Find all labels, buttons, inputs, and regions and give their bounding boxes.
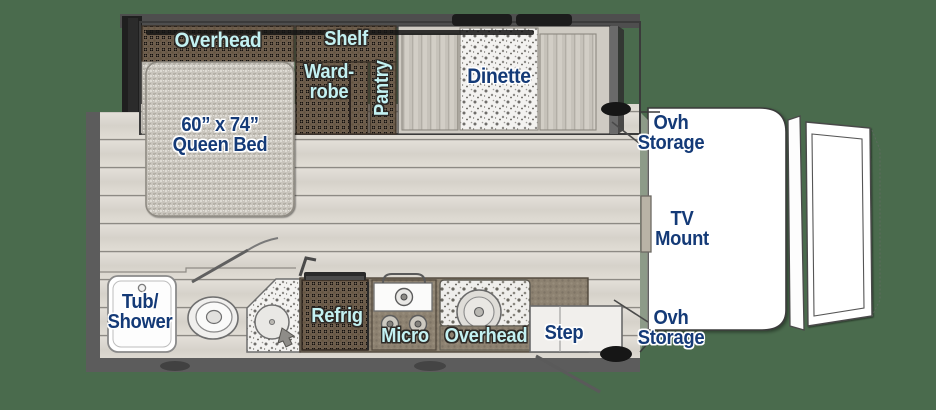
dinette-bench-left[interactable] — [401, 33, 459, 131]
tv-mount-label: TV Mount — [655, 208, 709, 250]
bathroom-door[interactable] — [191, 248, 249, 284]
wardrobe-label: Ward- robe — [303, 61, 355, 103]
cab-front — [647, 107, 881, 331]
kitchen-faucet-icon — [298, 256, 317, 277]
tv-mount-panel[interactable] — [640, 195, 652, 253]
pantry[interactable] — [369, 61, 397, 135]
dinette-window-left — [452, 14, 512, 26]
bathroom-faucet-icon — [277, 327, 296, 348]
dinette-window-right — [516, 14, 572, 26]
microwave-label: Micro — [381, 325, 429, 347]
microwave-handle-icon — [382, 273, 426, 284]
dinette-label: Dinette — [467, 65, 531, 88]
overhead-storage-front-label: Ovh Storage — [637, 112, 705, 154]
overhead-bed-cabinet-label: Overhead — [174, 29, 262, 52]
front-wheel — [601, 102, 631, 116]
queen-bed-label: 60” x 74” Queen Bed — [172, 114, 268, 156]
toilet[interactable] — [187, 296, 239, 340]
tub-shower-label: Tub/ Shower — [107, 291, 173, 333]
dinette-bench-right[interactable] — [539, 33, 597, 131]
refrigerator[interactable] — [301, 279, 369, 351]
bathroom-vanity[interactable] — [246, 278, 301, 353]
bathroom — [107, 237, 301, 353]
entry-door[interactable] — [535, 354, 601, 394]
right-wall — [611, 111, 661, 353]
dinette-table[interactable] — [459, 27, 539, 131]
shelf-cabinet-label: Shelf — [324, 28, 368, 50]
shower-drain-icon — [137, 283, 147, 293]
pantry-label: Pantry — [371, 60, 393, 117]
kitchen — [298, 256, 623, 394]
rear-wheel — [600, 346, 632, 362]
refrigerator-label: Refrig — [311, 305, 363, 327]
queen-bed[interactable] — [145, 61, 295, 217]
wheels — [160, 102, 632, 371]
overhead-storage-rear-label: Ovh Storage — [637, 307, 705, 349]
overhead-kitchen-label: Overhead — [444, 325, 528, 347]
slide-out-top — [139, 14, 641, 135]
microwave-cooktop[interactable] — [371, 273, 437, 351]
overhead-kitchen[interactable] — [439, 279, 531, 351]
entry-step[interactable] — [529, 305, 623, 353]
entry-step-label: Step — [544, 322, 584, 344]
wardrobe[interactable] — [295, 61, 369, 135]
